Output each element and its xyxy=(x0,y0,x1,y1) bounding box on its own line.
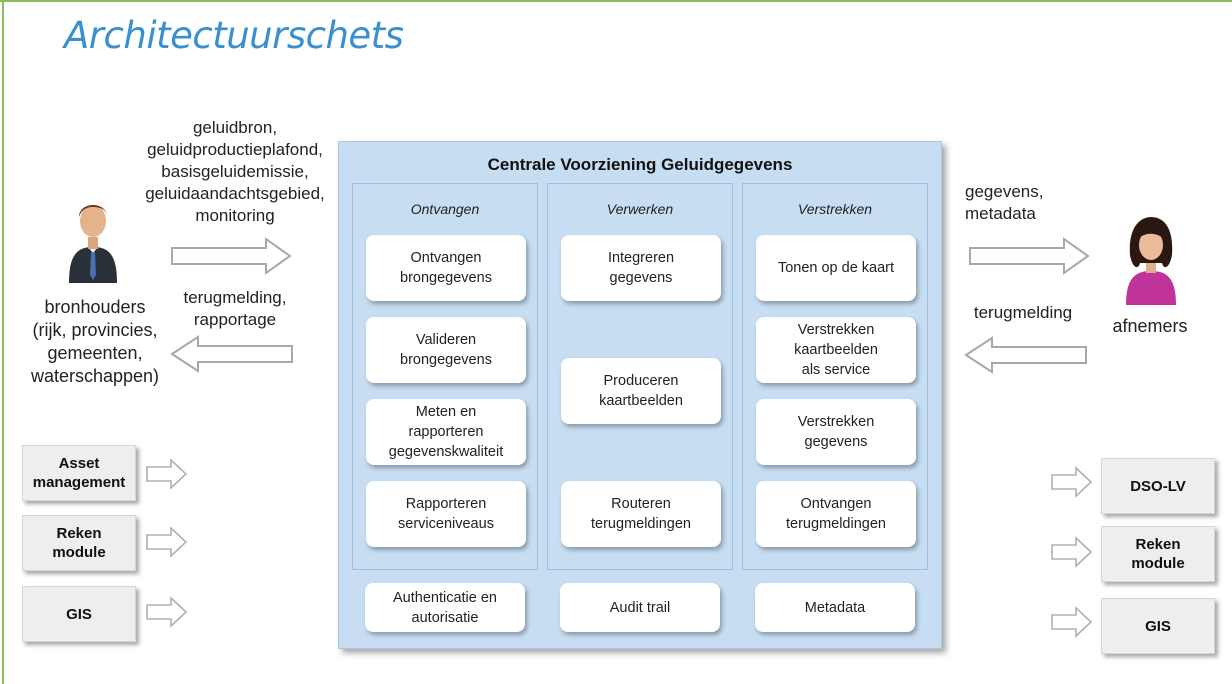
column-ontvangen: Ontvangen Ontvangen brongegevens Valider… xyxy=(352,183,538,570)
function-card-line: Verstrekken xyxy=(797,322,875,338)
column-header: Verwerken xyxy=(606,201,674,217)
output-data-line: metadata xyxy=(965,204,1036,223)
bronhouders-line: gemeenten, xyxy=(47,343,143,363)
function-card: Rapporteren serviceniveaus xyxy=(366,481,526,547)
function-card-line: kaartbeelden xyxy=(794,342,878,358)
input-data-line: geluidaandachtsgebied, xyxy=(145,184,325,203)
outline-arrow-left-icon xyxy=(964,336,1087,374)
bronhouders-line: waterschappen) xyxy=(30,366,160,386)
bronhouders-line: bronhouders xyxy=(44,297,146,317)
column-verwerken: Verwerken Integreren gegevens Produceren… xyxy=(547,183,733,570)
source-system-line: management xyxy=(32,474,126,491)
source-system-box: GIS xyxy=(22,586,136,642)
function-card-line: rapporteren xyxy=(408,424,484,440)
function-card-line: gegevens xyxy=(804,434,868,450)
function-card-line: kaartbeelden xyxy=(599,393,683,409)
function-card-line: Ontvangen xyxy=(800,496,872,512)
bronhouders-line: (rijk, provincies, xyxy=(32,320,158,340)
function-card-line: Tonen op de kaart xyxy=(777,260,895,276)
page-title: Architectuurschets xyxy=(64,14,404,57)
function-card-line: Produceren xyxy=(603,373,679,389)
function-card-line: brongegevens xyxy=(400,270,492,286)
consumer-system-line: GIS xyxy=(1145,617,1171,635)
businesswoman-icon xyxy=(1126,217,1176,305)
source-system-line: Asset xyxy=(58,455,100,472)
source-system-line: module xyxy=(52,544,106,561)
outline-arrow-right-icon xyxy=(969,237,1090,275)
frame-left-border xyxy=(2,0,4,684)
function-card-line: terugmeldingen xyxy=(786,516,886,532)
consumer-system-line: Reken xyxy=(1135,536,1181,553)
function-card-line: Ontvangen xyxy=(410,250,482,266)
feedback-left-line: terugmelding, xyxy=(183,288,287,307)
feedback-left-label: terugmelding, rapportage xyxy=(165,287,305,331)
source-system-box: Asset management xyxy=(22,445,136,501)
generic-function-line: Audit trail xyxy=(609,599,671,616)
central-facility-title: Centrale Voorziening Geluidgegevens xyxy=(487,155,793,174)
source-system-line: GIS xyxy=(66,605,92,623)
function-card-line: gegevens xyxy=(609,270,673,286)
central-facility-panel: Centrale Voorziening Geluidgegevens Ontv… xyxy=(338,141,942,649)
afnemers-label: afnemers xyxy=(1112,316,1188,336)
function-card: Meten en rapporteren gegevenskwaliteit xyxy=(366,399,526,465)
function-card: Integreren gegevens xyxy=(561,235,721,301)
function-card: Valideren brongegevens xyxy=(366,317,526,383)
function-card: Ontvangen brongegevens xyxy=(366,235,526,301)
generic-function-card: Audit trail xyxy=(560,583,720,632)
function-card-line: Valideren xyxy=(415,332,477,348)
input-data-line: geluidproductieplafond, xyxy=(147,140,323,159)
column-header: Verstrekken xyxy=(797,201,873,217)
function-card: Verstrekken kaartbeelden als service xyxy=(756,317,916,383)
outline-arrow-right-icon xyxy=(1051,466,1093,498)
frame-top-border xyxy=(0,0,1232,2)
outline-arrow-right-icon xyxy=(1051,536,1093,568)
function-card-line: gegevenskwaliteit xyxy=(388,444,504,460)
function-card-line: serviceniveaus xyxy=(398,516,494,532)
outline-arrow-right-icon xyxy=(1051,606,1093,638)
function-card-line: Integreren xyxy=(607,250,675,266)
output-data-label: gegevens, metadata xyxy=(965,181,1075,225)
consumer-system-box: Reken module xyxy=(1101,526,1215,582)
function-card: Produceren kaartbeelden xyxy=(561,358,721,424)
generic-function-card: Authenticatie en autorisatie xyxy=(365,583,525,632)
function-card: Routeren terugmeldingen xyxy=(561,481,721,547)
bronhouders-label: bronhouders (rijk, provincies, gemeenten… xyxy=(20,296,170,388)
consumer-system-box: DSO-LV xyxy=(1101,458,1215,514)
consumer-system-line: module xyxy=(1131,555,1185,572)
outline-arrow-left-icon xyxy=(170,335,293,373)
column-header: Ontvangen xyxy=(410,201,480,217)
generic-function-line: Metadata xyxy=(804,599,866,616)
feedback-right-label: terugmelding xyxy=(973,303,1073,322)
function-card-line: Verstrekken xyxy=(797,414,875,430)
output-data-line: gegevens, xyxy=(965,182,1044,201)
input-data-line: geluidbron, xyxy=(192,118,278,137)
outline-arrow-right-icon xyxy=(146,458,188,490)
businessman-icon xyxy=(69,205,117,283)
column-verstrekken: Verstrekken Tonen op de kaart Verstrekke… xyxy=(742,183,928,570)
function-card-line: brongegevens xyxy=(400,352,492,368)
input-data-label: geluidbron, geluidproductieplafond, basi… xyxy=(140,117,330,227)
input-data-line: basisgeluidemissie, xyxy=(161,162,309,181)
function-card: Verstrekken gegevens xyxy=(756,399,916,465)
generic-function-line: autorisatie xyxy=(411,609,479,626)
function-card-line: als service xyxy=(801,362,871,378)
function-card-line: Rapporteren xyxy=(405,496,487,512)
feedback-left-line: rapportage xyxy=(193,310,277,329)
outline-arrow-right-icon xyxy=(146,526,188,558)
outline-arrow-right-icon xyxy=(146,596,188,628)
function-card-line: terugmeldingen xyxy=(591,516,691,532)
source-system-line: Reken xyxy=(56,525,102,542)
function-card: Ontvangen terugmeldingen xyxy=(756,481,916,547)
consumer-system-line: DSO-LV xyxy=(1130,477,1186,495)
function-card-line: Routeren xyxy=(611,496,671,512)
source-system-box: Reken module xyxy=(22,515,136,571)
consumer-system-box: GIS xyxy=(1101,598,1215,654)
function-card-line: Meten en xyxy=(415,404,477,420)
generic-function-card: Metadata xyxy=(755,583,915,632)
function-card: Tonen op de kaart xyxy=(756,235,916,301)
input-data-line: monitoring xyxy=(195,206,275,225)
outline-arrow-right-icon xyxy=(171,237,292,275)
generic-function-line: Authenticatie en xyxy=(393,589,497,606)
